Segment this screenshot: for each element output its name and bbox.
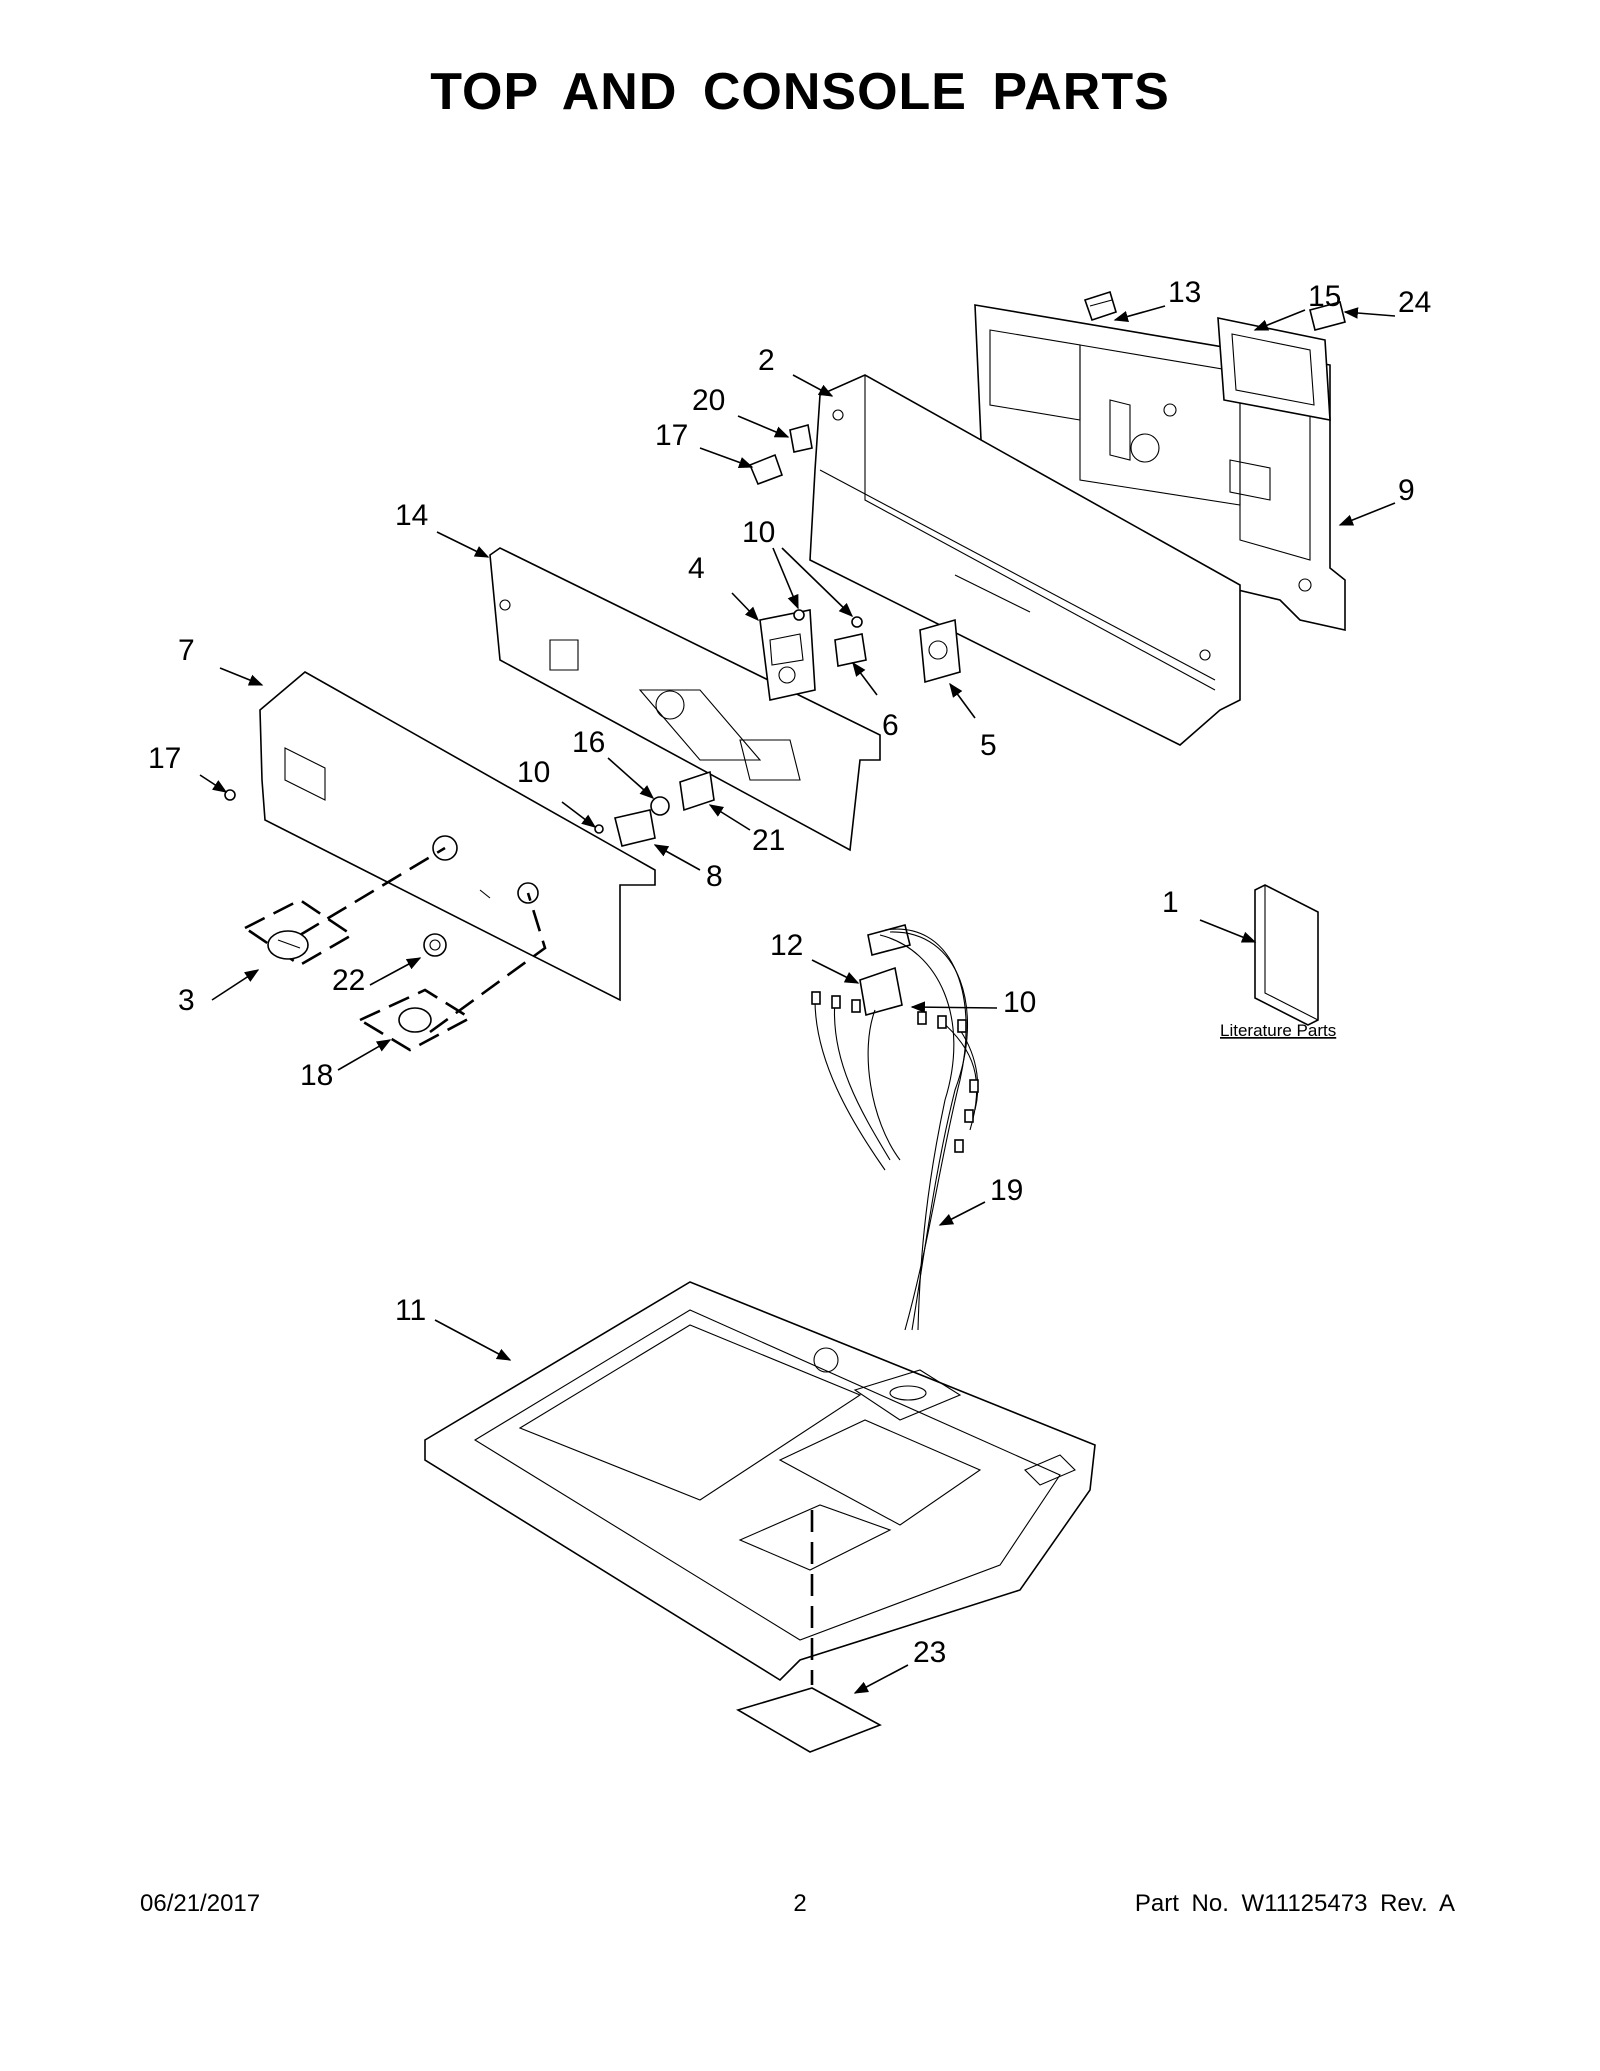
knob-part-18 bbox=[398, 1007, 432, 1033]
callout-3: 3 bbox=[178, 984, 195, 1017]
callout-8: 8 bbox=[706, 860, 723, 893]
callout-4: 4 bbox=[688, 552, 705, 585]
timer-part-4 bbox=[759, 609, 816, 701]
callout-15: 15 bbox=[1308, 280, 1341, 313]
callout-1: 1 bbox=[1162, 886, 1179, 919]
callout-19: 19 bbox=[990, 1174, 1023, 1207]
callout-17-lower: 17 bbox=[148, 742, 181, 775]
pad-part-23 bbox=[736, 1510, 882, 1753]
nut-part-10-b bbox=[851, 616, 863, 628]
console-housing-part-2 bbox=[809, 374, 1241, 746]
bracket-part-15 bbox=[1217, 317, 1331, 421]
callout-10-top: 10 bbox=[742, 516, 775, 549]
footer-page-number: 2 bbox=[793, 1890, 807, 1917]
page-title: TOP AND CONSOLE PARTS bbox=[430, 63, 1170, 121]
callout-24: 24 bbox=[1398, 286, 1431, 319]
callout-13: 13 bbox=[1168, 276, 1201, 309]
knob-part-3 bbox=[267, 930, 309, 960]
clip-part-20 bbox=[789, 423, 813, 453]
callout-21: 21 bbox=[752, 824, 785, 857]
callout-16: 16 bbox=[572, 726, 605, 759]
ring-part-22 bbox=[423, 933, 447, 957]
selector-switch-part-5 bbox=[919, 618, 961, 684]
callout-23: 23 bbox=[913, 1636, 946, 1669]
switch-part-21 bbox=[679, 770, 715, 812]
nut-part-10-a bbox=[793, 609, 805, 621]
knob-part-16 bbox=[650, 796, 670, 816]
washer-top-part-11 bbox=[424, 1281, 1096, 1682]
literature-part-1 bbox=[1254, 884, 1319, 1026]
knob-18-guide bbox=[429, 892, 547, 1034]
callout-18: 18 bbox=[300, 1059, 333, 1092]
callout-10-mid: 10 bbox=[517, 756, 550, 789]
bracket-part-8 bbox=[614, 809, 656, 847]
switch-part-6 bbox=[834, 633, 867, 667]
callout-labels: 13 15 24 2 20 17 9 14 10 4 7 6 5 17 16 1… bbox=[148, 276, 1431, 1669]
callout-5: 5 bbox=[980, 729, 997, 762]
console-front-panel-part-7 bbox=[259, 671, 656, 1002]
callout-17-top: 17 bbox=[655, 419, 688, 452]
callout-7: 7 bbox=[178, 634, 195, 667]
knob-3-guide bbox=[299, 846, 446, 937]
screw-part-13 bbox=[1083, 290, 1117, 322]
callout-6: 6 bbox=[882, 709, 899, 742]
nut-part-10-c bbox=[594, 824, 604, 834]
footer-date: 06/21/2017 bbox=[140, 1890, 261, 1917]
leader-lines bbox=[199, 305, 1396, 1694]
callout-12: 12 bbox=[770, 929, 803, 962]
footer-part-number: Part No. W11125473 Rev. A bbox=[1134, 1890, 1455, 1917]
literature-parts-label: Literature Parts bbox=[1220, 1021, 1336, 1040]
screw-part-24 bbox=[1309, 301, 1346, 331]
callout-22: 22 bbox=[332, 964, 365, 997]
callout-14: 14 bbox=[395, 499, 428, 532]
callout-2: 2 bbox=[758, 344, 775, 377]
inner-panel-part-14 bbox=[489, 547, 881, 852]
knob-18-box bbox=[357, 988, 473, 1052]
wire-harness-part-19 bbox=[811, 928, 979, 1331]
callout-9: 9 bbox=[1398, 474, 1415, 507]
callout-11: 11 bbox=[395, 1294, 426, 1327]
callout-10-right: 10 bbox=[1003, 986, 1036, 1019]
control-board-part-12 bbox=[859, 924, 911, 1017]
screw-part-17-lower bbox=[224, 789, 236, 801]
screw-part-17-top bbox=[748, 453, 784, 486]
callout-20: 20 bbox=[692, 384, 725, 417]
